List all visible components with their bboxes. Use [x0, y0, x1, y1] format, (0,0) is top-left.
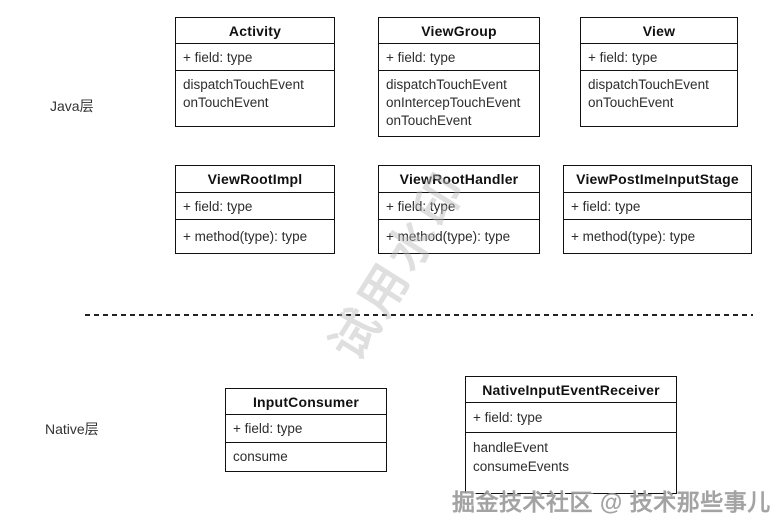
layer-divider-dashed-line [85, 314, 753, 316]
class-box-viewpostimeinputstage: ViewPostImeInputStage + field: type + me… [563, 165, 752, 254]
class-methods: + method(type): type [379, 220, 539, 253]
diagonal-watermark-text: 试用水印 [321, 161, 479, 370]
footer-watermark-text: 掘金技术社区 @ 技术那些事儿 [452, 489, 771, 515]
class-method: onTouchEvent [588, 95, 674, 110]
class-field: + field: type [466, 403, 676, 433]
class-method: + method(type): type [571, 228, 696, 244]
class-methods: dispatchTouchEvent onTouchEvent [581, 71, 737, 126]
class-name: NativeInputEventReceiver [466, 377, 676, 403]
class-box-viewroothandler: ViewRootHandler + field: type + method(t… [378, 165, 540, 254]
class-method: handleEvent [473, 440, 549, 455]
class-method: consume [233, 449, 288, 464]
class-field: + field: type [176, 193, 334, 220]
class-methods: + method(type): type [176, 220, 334, 253]
class-field: + field: type [581, 44, 737, 71]
class-name: ViewGroup [379, 18, 539, 44]
class-name: Activity [176, 18, 334, 44]
class-field: + field: type [564, 193, 751, 220]
class-name: InputConsumer [226, 389, 386, 415]
class-field: + field: type [379, 44, 539, 71]
class-method: + method(type): type [183, 228, 308, 244]
native-layer-label: Native层 [45, 421, 99, 437]
class-method: onIntercepTouchEvent [386, 95, 521, 110]
class-methods: dispatchTouchEvent onTouchEvent [176, 71, 334, 126]
class-method: dispatchTouchEvent [386, 77, 507, 92]
class-method: onTouchEvent [183, 95, 269, 110]
class-name: ViewRootHandler [379, 166, 539, 193]
class-field: + field: type [176, 44, 334, 71]
class-field: + field: type [226, 415, 386, 443]
class-method: + method(type): type [386, 228, 511, 244]
class-box-viewrootimpl: ViewRootImpl + field: type + method(type… [175, 165, 335, 254]
java-layer-label: Java层 [50, 98, 94, 114]
class-method: dispatchTouchEvent [588, 77, 709, 92]
class-methods: handleEvent consumeEvents [466, 433, 676, 493]
class-methods: consume [226, 443, 386, 471]
class-methods: dispatchTouchEvent onIntercepTouchEvent … [379, 71, 539, 136]
class-method: consumeEvents [473, 459, 570, 474]
class-name: ViewPostImeInputStage [564, 166, 751, 193]
class-method: onTouchEvent [386, 113, 472, 128]
class-name: ViewRootImpl [176, 166, 334, 193]
class-box-inputconsumer: InputConsumer + field: type consume [225, 388, 387, 472]
class-box-nativeinputeventreceiver: NativeInputEventReceiver + field: type h… [465, 376, 677, 494]
class-name: View [581, 18, 737, 44]
class-field: + field: type [379, 193, 539, 220]
class-methods: + method(type): type [564, 220, 751, 253]
class-box-viewgroup: ViewGroup + field: type dispatchTouchEve… [378, 17, 540, 137]
class-box-activity: Activity + field: type dispatchTouchEven… [175, 17, 335, 127]
class-method: dispatchTouchEvent [183, 77, 304, 92]
class-box-view: View + field: type dispatchTouchEvent on… [580, 17, 738, 127]
